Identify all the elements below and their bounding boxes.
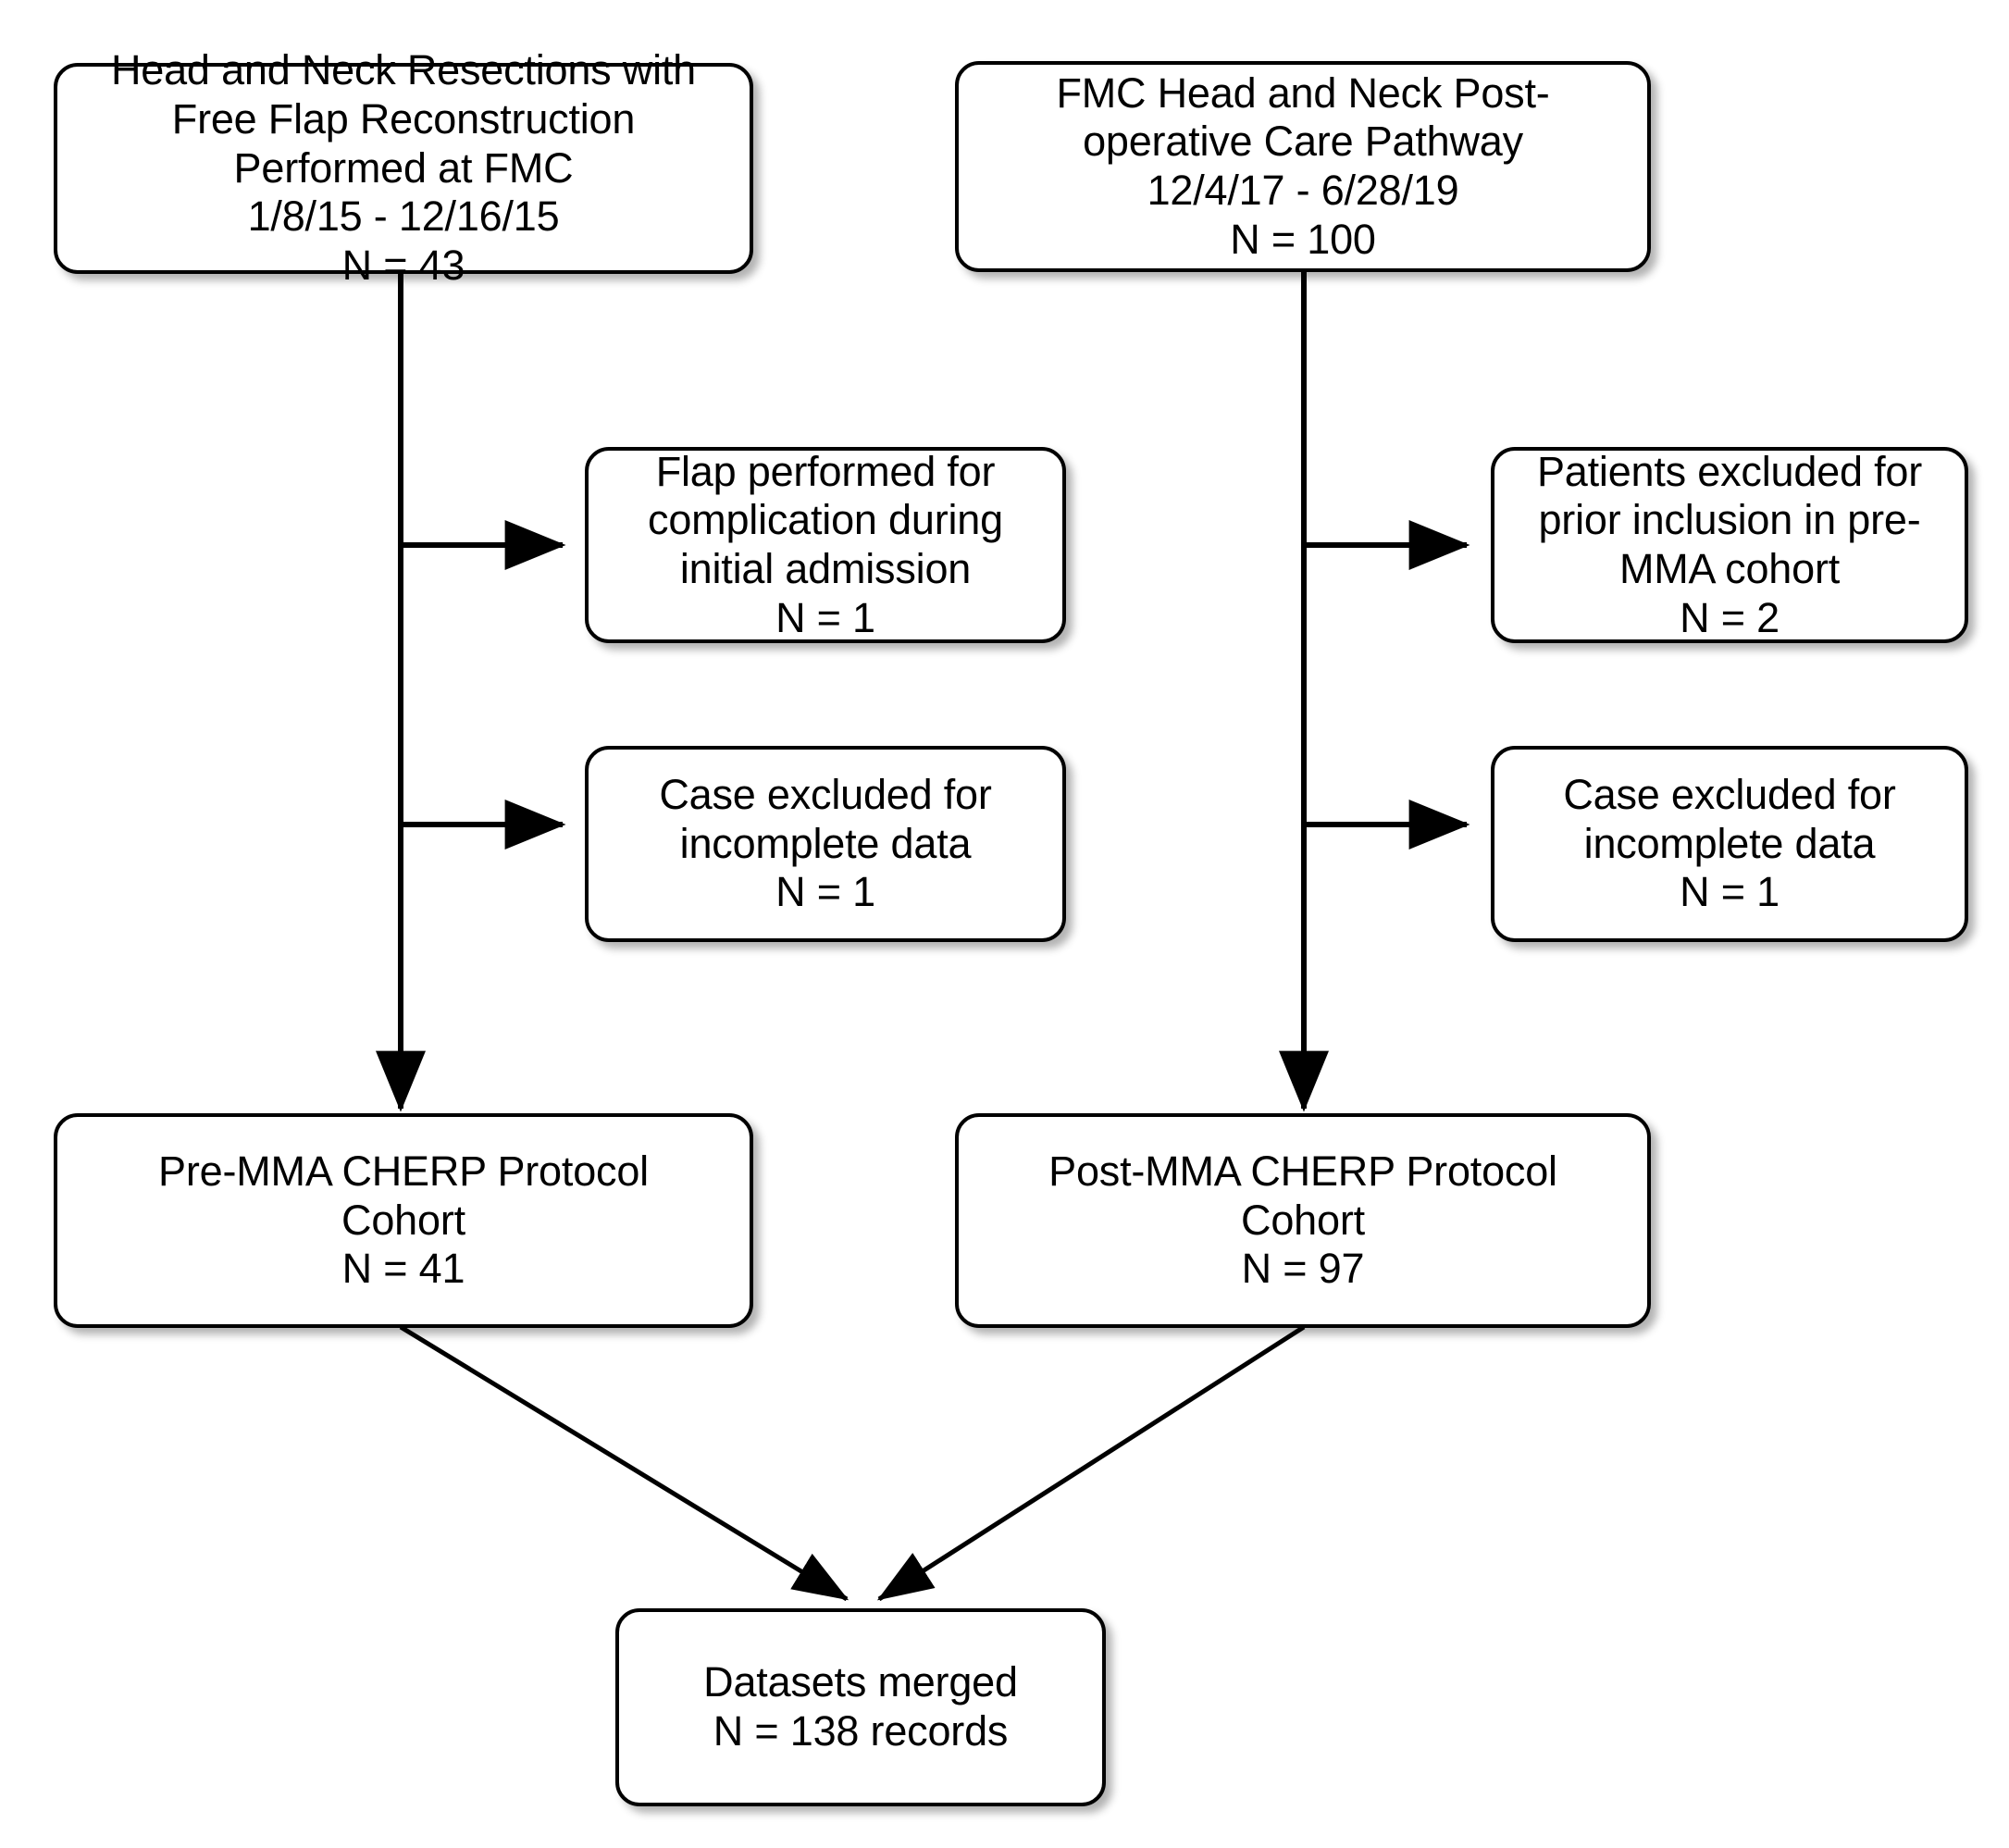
node-pre-exclusion-2-label: Case excluded for incomplete data N = 1: [659, 771, 992, 916]
node-post-exclusion-1[interactable]: Patients excluded for prior inclusion in…: [1491, 447, 1968, 643]
node-pre-source[interactable]: Head and Neck Resections with Free Flap …: [54, 46, 753, 289]
edge-post-cohort-to-merged: [876, 1324, 1306, 1602]
node-pre-source-label: Head and Neck Resections with Free Flap …: [110, 46, 697, 289]
node-merged-label: Datasets merged N = 138 records: [703, 1658, 1018, 1755]
node-pre-cohort[interactable]: Pre-MMA CHERP Protocol Cohort N = 41: [54, 1113, 753, 1328]
node-post-source[interactable]: FMC Head and Neck Post- operative Care P…: [955, 61, 1651, 272]
node-pre-exclusion-1[interactable]: Flap performed for complication during i…: [585, 447, 1066, 643]
node-post-exclusion-2-label: Case excluded for incomplete data N = 1: [1563, 771, 1896, 916]
node-merged[interactable]: Datasets merged N = 138 records: [615, 1608, 1106, 1806]
node-post-exclusion-2[interactable]: Case excluded for incomplete data N = 1: [1491, 746, 1968, 942]
edge-pre-cohort-to-merged: [399, 1324, 849, 1602]
node-post-cohort-label: Post-MMA CHERP Protocol Cohort N = 97: [1048, 1147, 1557, 1293]
node-pre-exclusion-1-label: Flap performed for complication during i…: [648, 447, 1003, 641]
node-post-cohort[interactable]: Post-MMA CHERP Protocol Cohort N = 97: [955, 1113, 1651, 1328]
node-post-exclusion-1-label: Patients excluded for prior inclusion in…: [1536, 447, 1923, 641]
node-pre-exclusion-2[interactable]: Case excluded for incomplete data N = 1: [585, 746, 1066, 942]
node-pre-cohort-label: Pre-MMA CHERP Protocol Cohort N = 41: [158, 1147, 649, 1293]
node-post-source-label: FMC Head and Neck Post- operative Care P…: [1056, 68, 1550, 263]
